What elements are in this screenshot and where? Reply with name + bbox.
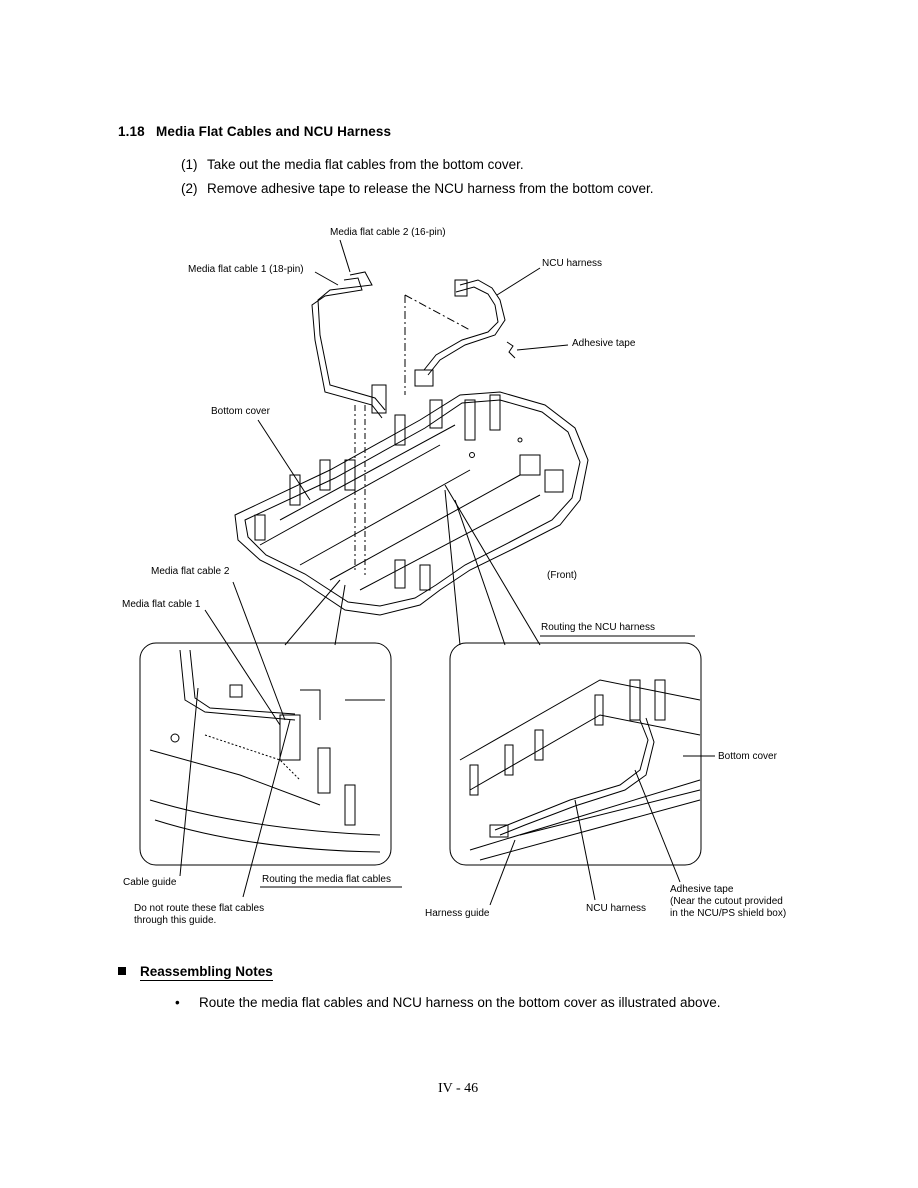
section-title: Media Flat Cables and NCU Harness <box>156 124 392 139</box>
label-ncu-harness-bottom: NCU harness <box>586 903 647 914</box>
step-number: (1) <box>181 157 198 172</box>
label-bottom-cover-right: Bottom cover <box>718 751 777 762</box>
step-text: Take out the media flat cables from the … <box>207 157 524 172</box>
label-harness-guide: Harness guide <box>425 908 490 919</box>
label-ncu-harness-top: NCU harness <box>542 258 603 269</box>
label-adhesive-tape-note-2: in the NCU/PS shield box) <box>670 908 787 919</box>
label-routing-ncu-harness: Routing the NCU harness <box>541 622 655 633</box>
label-front: (Front) <box>547 570 577 581</box>
label-routing-media-flat-cables: Routing the media flat cables <box>262 874 391 885</box>
label-adhesive-tape-note-1: (Near the cutout provided <box>670 896 783 907</box>
reassembling-notes-title: Reassembling Notes <box>140 964 273 981</box>
reassembling-note: • Route the media flat cables and NCU har… <box>175 995 721 1010</box>
label-media-flat-cable-1: Media flat cable 1 <box>122 599 201 610</box>
page-number: IV - 46 <box>438 1081 479 1096</box>
step-text: Remove adhesive tape to release the NCU … <box>207 181 654 196</box>
step-number: (2) <box>181 181 198 196</box>
note-text: Route the media flat cables and NCU harn… <box>199 995 721 1010</box>
step-1: (1) Take out the media flat cables from t… <box>181 157 524 172</box>
section-heading: 1.18 Media Flat Cables and NCU Harness <box>118 124 391 139</box>
step-2: (2) Remove adhesive tape to release the N… <box>181 181 653 196</box>
label-media-flat-cable-1-pin: Media flat cable 1 (18-pin) <box>188 264 304 275</box>
label-do-not-route-line-2: through this guide. <box>134 915 217 926</box>
square-bullet-icon <box>118 967 126 975</box>
label-bottom-cover-top: Bottom cover <box>211 406 270 417</box>
bullet-icon: • <box>175 995 180 1010</box>
label-do-not-route-line-1: Do not route these flat cables <box>134 903 265 914</box>
label-media-flat-cable-2-pin: Media flat cable 2 (16-pin) <box>330 227 446 238</box>
reassembling-notes-heading: Reassembling Notes <box>118 964 273 981</box>
label-cable-guide: Cable guide <box>123 877 177 888</box>
label-media-flat-cable-2: Media flat cable 2 <box>151 566 230 577</box>
label-adhesive-tape-bottom: Adhesive tape <box>670 884 734 895</box>
label-adhesive-tape-top: Adhesive tape <box>572 338 636 349</box>
section-number: 1.18 <box>118 124 145 139</box>
